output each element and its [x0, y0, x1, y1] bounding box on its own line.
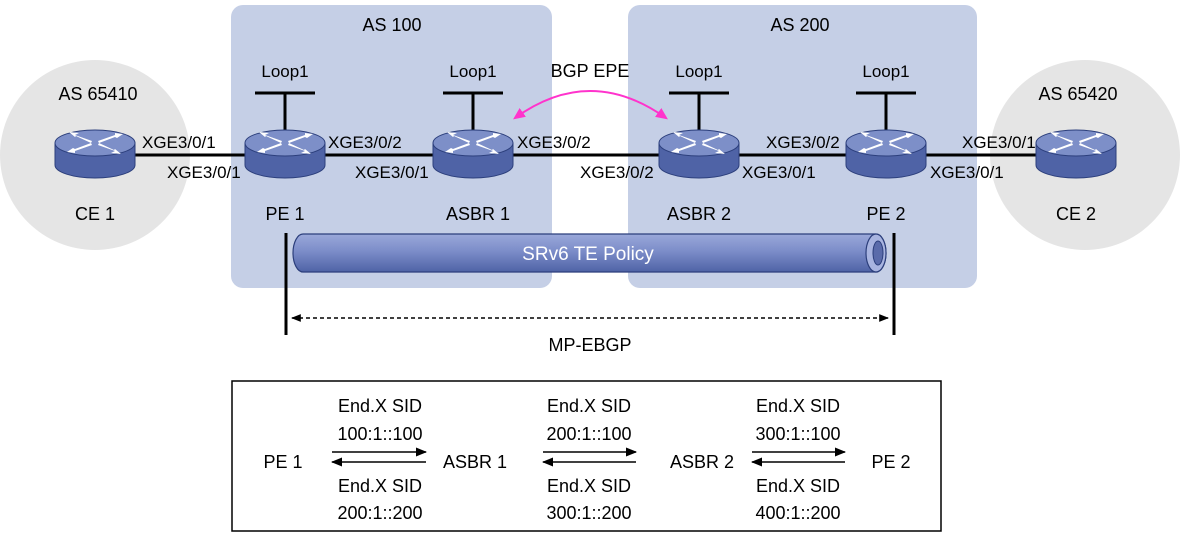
router-icon-pe2	[845, 129, 927, 179]
iface-ce1-pe1: XGE3/0/1	[142, 133, 216, 152]
as65420-label: AS 65420	[1038, 84, 1117, 104]
device-name-pe1: PE 1	[265, 204, 304, 224]
srv6-policy-tunnel	[292, 233, 887, 273]
router-icon-pe1	[244, 129, 326, 179]
iface-asbr2-asbr1: XGE3/0/2	[580, 163, 654, 182]
sid-forward-label: End.X SID	[547, 396, 631, 416]
srv6-policy-label: SRv6 TE Policy	[522, 244, 654, 265]
router-icon-asbr1	[432, 129, 514, 179]
iface-pe1-asbr1: XGE3/0/2	[328, 133, 402, 152]
router-icon-ce2	[1035, 129, 1117, 179]
sid-segment-3: End.X SID 300:1::100 End.X SID 400:1::20…	[750, 396, 847, 523]
iface-asbr2-pe2: XGE3/0/1	[742, 163, 816, 182]
bgp-epe-label: BGP EPE	[551, 61, 630, 81]
sid-segment-1: End.X SID 100:1::100 End.X SID 200:1::20…	[330, 396, 428, 523]
sid-forward-value: 100:1::100	[337, 424, 422, 444]
sid-node-pe2: PE 2	[871, 452, 910, 472]
sid-segment-2: End.X SID 200:1::100 End.X SID 300:1::20…	[541, 396, 638, 523]
iface-asbr1-pe1: XGE3/0/1	[355, 163, 429, 182]
iface-ce2-pe2: XGE3/0/1	[962, 133, 1036, 152]
router-icon-asbr2	[658, 129, 740, 179]
loopback-label-pe2: Loop1	[862, 62, 909, 81]
sid-reverse-label: End.X SID	[547, 476, 631, 496]
iface-pe2-ce2: XGE3/0/1	[930, 163, 1004, 182]
as200-label: AS 200	[770, 15, 829, 35]
as65410-label: AS 65410	[58, 84, 137, 104]
sid-table-box	[231, 380, 942, 532]
iface-pe2-asbr2: XGE3/0/2	[766, 133, 840, 152]
interface-labels: XGE3/0/1 XGE3/0/1 XGE3/0/2 XGE3/0/1 XGE3…	[142, 133, 1036, 182]
loopback-label-pe1: Loop1	[261, 62, 308, 81]
sid-reverse-label: End.X SID	[338, 476, 422, 496]
mp-ebgp-label: MP-EBGP	[548, 335, 631, 355]
sid-reverse-label: End.X SID	[756, 476, 840, 496]
sid-reverse-value: 300:1::200	[546, 503, 631, 523]
loopback-label-asbr2: Loop1	[675, 62, 722, 81]
sid-node-pe1: PE 1	[263, 452, 302, 472]
device-name-ce1: CE 1	[75, 204, 115, 224]
sid-forward-label: End.X SID	[756, 396, 840, 416]
device-name-ce2: CE 2	[1056, 204, 1096, 224]
sid-forward-value: 300:1::100	[755, 424, 840, 444]
device-name-asbr1: ASBR 1	[446, 204, 510, 224]
sid-node-asbr2: ASBR 2	[670, 452, 734, 472]
iface-pe1-ce1: XGE3/0/1	[167, 163, 241, 182]
sid-forward-value: 200:1::100	[546, 424, 631, 444]
as100-region	[231, 5, 552, 288]
as200-region	[628, 5, 977, 288]
loopbacks	[255, 91, 916, 132]
sid-forward-label: End.X SID	[338, 396, 422, 416]
iface-asbr1-asbr2: XGE3/0/2	[517, 133, 591, 152]
router-icon-ce1	[54, 129, 136, 179]
sid-reverse-value: 400:1::200	[755, 503, 840, 523]
tunnel-end-hole	[872, 240, 884, 266]
sid-reverse-value: 200:1::200	[337, 503, 422, 523]
device-name-asbr2: ASBR 2	[667, 204, 731, 224]
device-name-pe2: PE 2	[866, 204, 905, 224]
as100-label: AS 100	[362, 15, 421, 35]
loopback-label-asbr1: Loop1	[449, 62, 496, 81]
bgp-epe-arrow	[513, 90, 668, 120]
sid-node-asbr1: ASBR 1	[443, 452, 507, 472]
